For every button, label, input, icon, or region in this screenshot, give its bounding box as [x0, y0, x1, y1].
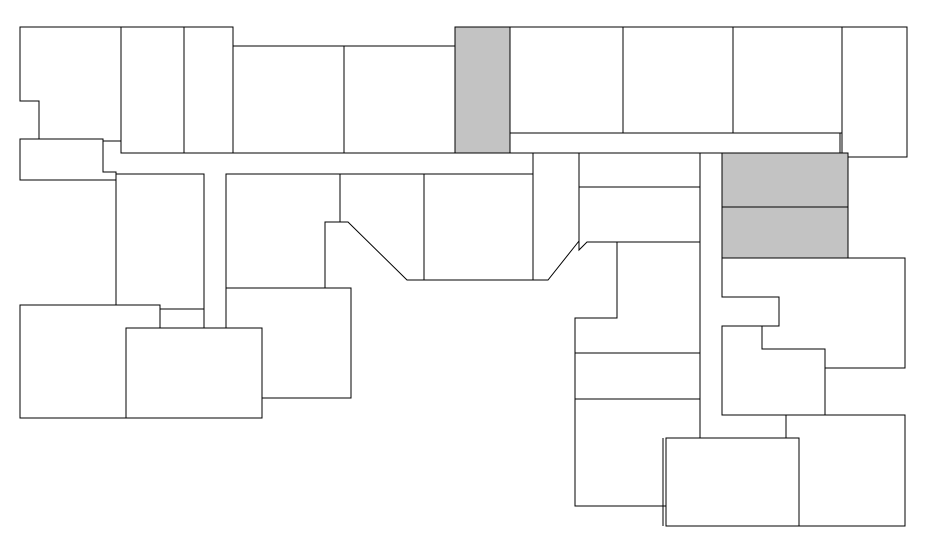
room[interactable] [120, 26, 185, 154]
room[interactable] [532, 152, 580, 281]
room[interactable] [125, 327, 263, 419]
room[interactable] [509, 26, 624, 134]
room-h1[interactable] [454, 26, 511, 154]
room[interactable] [159, 308, 205, 329]
room[interactable] [574, 352, 701, 400]
room[interactable] [423, 173, 534, 281]
room[interactable] [343, 45, 456, 154]
room[interactable] [841, 26, 908, 158]
room[interactable] [721, 325, 826, 416]
room[interactable] [339, 173, 425, 281]
room[interactable] [19, 138, 117, 181]
room[interactable] [225, 173, 341, 289]
room-h3[interactable] [721, 206, 849, 259]
room[interactable] [574, 241, 701, 354]
room[interactable] [183, 26, 234, 154]
room[interactable] [665, 437, 800, 527]
room-h2[interactable] [721, 152, 849, 208]
room[interactable] [19, 26, 122, 142]
room[interactable] [578, 186, 701, 252]
corridor-segment [509, 132, 841, 154]
room[interactable] [785, 414, 906, 527]
room[interactable] [732, 26, 843, 134]
room[interactable] [115, 173, 205, 310]
room[interactable] [578, 152, 701, 188]
room[interactable] [622, 26, 734, 134]
room[interactable] [232, 45, 345, 154]
